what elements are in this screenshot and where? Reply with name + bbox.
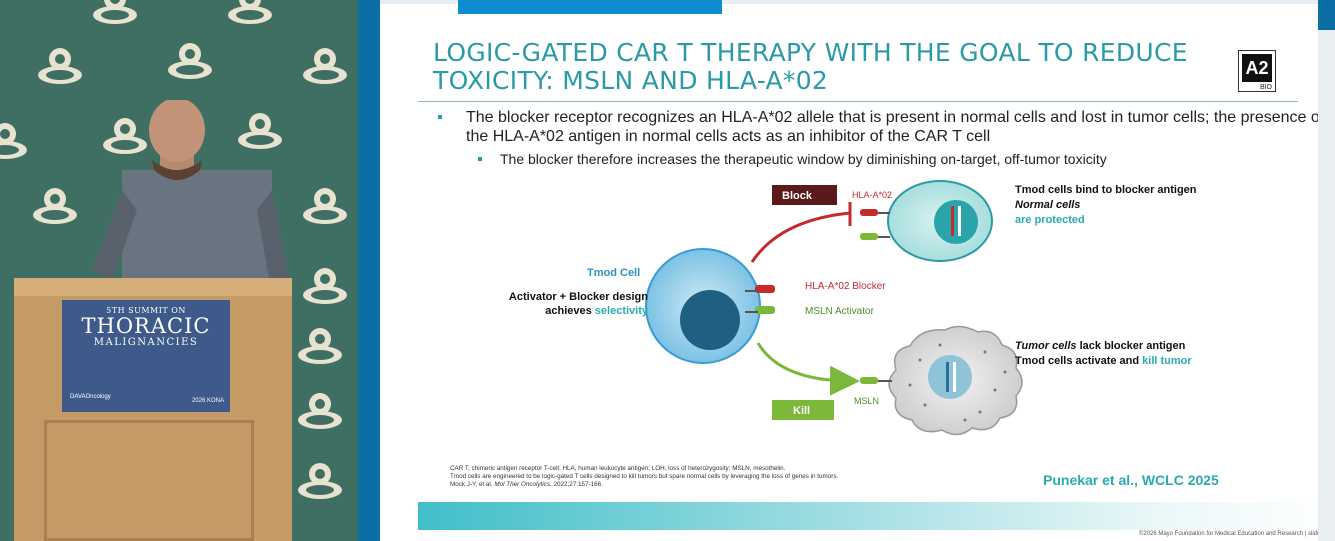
normal-line1: Tmod cells bind to blocker antigen [1015,184,1197,196]
bullet-square-icon [478,157,482,161]
design-line2: achieves selectivity [486,304,648,318]
tmod-diagram [645,180,1023,436]
hla-antigen-icon [860,209,878,216]
tumor-italic: Tumor cells [1015,340,1077,352]
slide-title: LOGIC-GATED CAR T THERAPY WITH THE GOAL … [433,39,1223,95]
video-slide-divider [358,0,380,541]
tumor-nucleus [928,355,972,399]
blocker-receptor-icon [755,285,775,293]
podium-top [14,278,292,296]
a2bio-logo: A2 BIO [1238,50,1276,92]
hla-label: HLA-A*02 [852,190,893,200]
activator-receptor-icon [755,306,775,314]
copyright: ©2026 Mayo Foundation for Medical Educat… [1138,531,1329,537]
podium-sign: 5TH SUMMIT ON THORACIC MALIGNANCIES DAVA… [62,300,230,412]
ref-rest: . 2022;27:157-166. [549,481,603,488]
design-accent: selectivity [594,305,648,317]
normal-line2: Normal cells [1015,199,1081,211]
speaker-figure [92,100,292,290]
podium-panel [44,420,254,541]
tumor-line1: Tumor cells lack blocker antigen [1015,339,1185,353]
msln-antigen-icon [860,233,878,240]
title-divider [418,101,1298,102]
citation: Punekar et al., WCLC 2025 [1043,472,1219,488]
bullet-main-text: The blocker receptor recognizes an HLA-A… [466,109,1325,145]
footer-gradient-bar [418,502,1335,530]
footnotes: CAR T, chimeric antigen receptor T-cell;… [450,465,1010,489]
ref-authors: Mock J-Y, et al. [450,481,495,488]
tumor-accent: kill tumor [1142,355,1192,367]
logo-sub: BIO [1259,84,1272,91]
slide-top-bar [458,0,722,14]
tmod-nucleus [680,290,740,350]
kill-badge [772,400,834,420]
sign-line2: THORACIC [81,314,211,338]
tumor-prefix: Tmod cells activate and [1015,355,1143,367]
activator-label: MSLN Activator [805,306,874,317]
bullet-square-icon [438,115,442,119]
msln-label: MSLN [854,396,880,406]
block-label: Block [782,190,812,202]
slide-top-line [380,0,1335,4]
block-badge [772,185,837,205]
block-arrow [750,211,851,263]
normal-line3: are protected [1015,214,1085,226]
tumor-line2: Tmod cells activate and kill tumor [1015,354,1192,368]
tmod-cell-label: Tmod Cell [587,267,641,279]
sign-org: DAVAOncology [70,394,111,400]
design-prefix: achieves [545,305,595,317]
ref-journal: Mol Ther Oncolytics [494,481,550,488]
tumor-msln-antigen-icon [860,377,878,384]
sign-event: 2026 KONA [191,398,224,404]
kill-arrow [756,342,860,396]
kill-label: Kill [793,405,811,417]
bullet-sub-text: The blocker therefore increases the ther… [500,151,1107,167]
blocker-label: HLA-A*02 Blocker [805,281,886,292]
sign-line3: MALIGNANCIES [93,337,199,348]
right-edge-panel [1318,30,1335,541]
presentation-slide: LOGIC-GATED CAR T THERAPY WITH THE GOAL … [380,0,1335,541]
normal-nucleus [934,200,978,244]
logo-mark: A2 [1242,54,1272,82]
footnote-3: Mock J-Y, et al. Mol Ther Oncolytics. 20… [450,481,1010,489]
speaker-video: 5TH SUMMIT ON THORACIC MALIGNANCIES DAVA… [0,0,358,541]
footnote-1: CAR T, chimeric antigen receptor T-cell;… [450,465,786,472]
sign-line1: 5TH SUMMIT ON [106,306,186,315]
tumor-rest: lack blocker antigen [1076,340,1186,352]
design-line1: Activator + Blocker design [508,291,648,303]
footnote-2: Tmod cells are engineered to be logic-ga… [450,473,839,480]
title-line-2: TOXICITY: MSLN AND HLA-A*02 [433,66,829,95]
title-line-1: LOGIC-GATED CAR T THERAPY WITH THE GOAL … [433,38,1188,67]
